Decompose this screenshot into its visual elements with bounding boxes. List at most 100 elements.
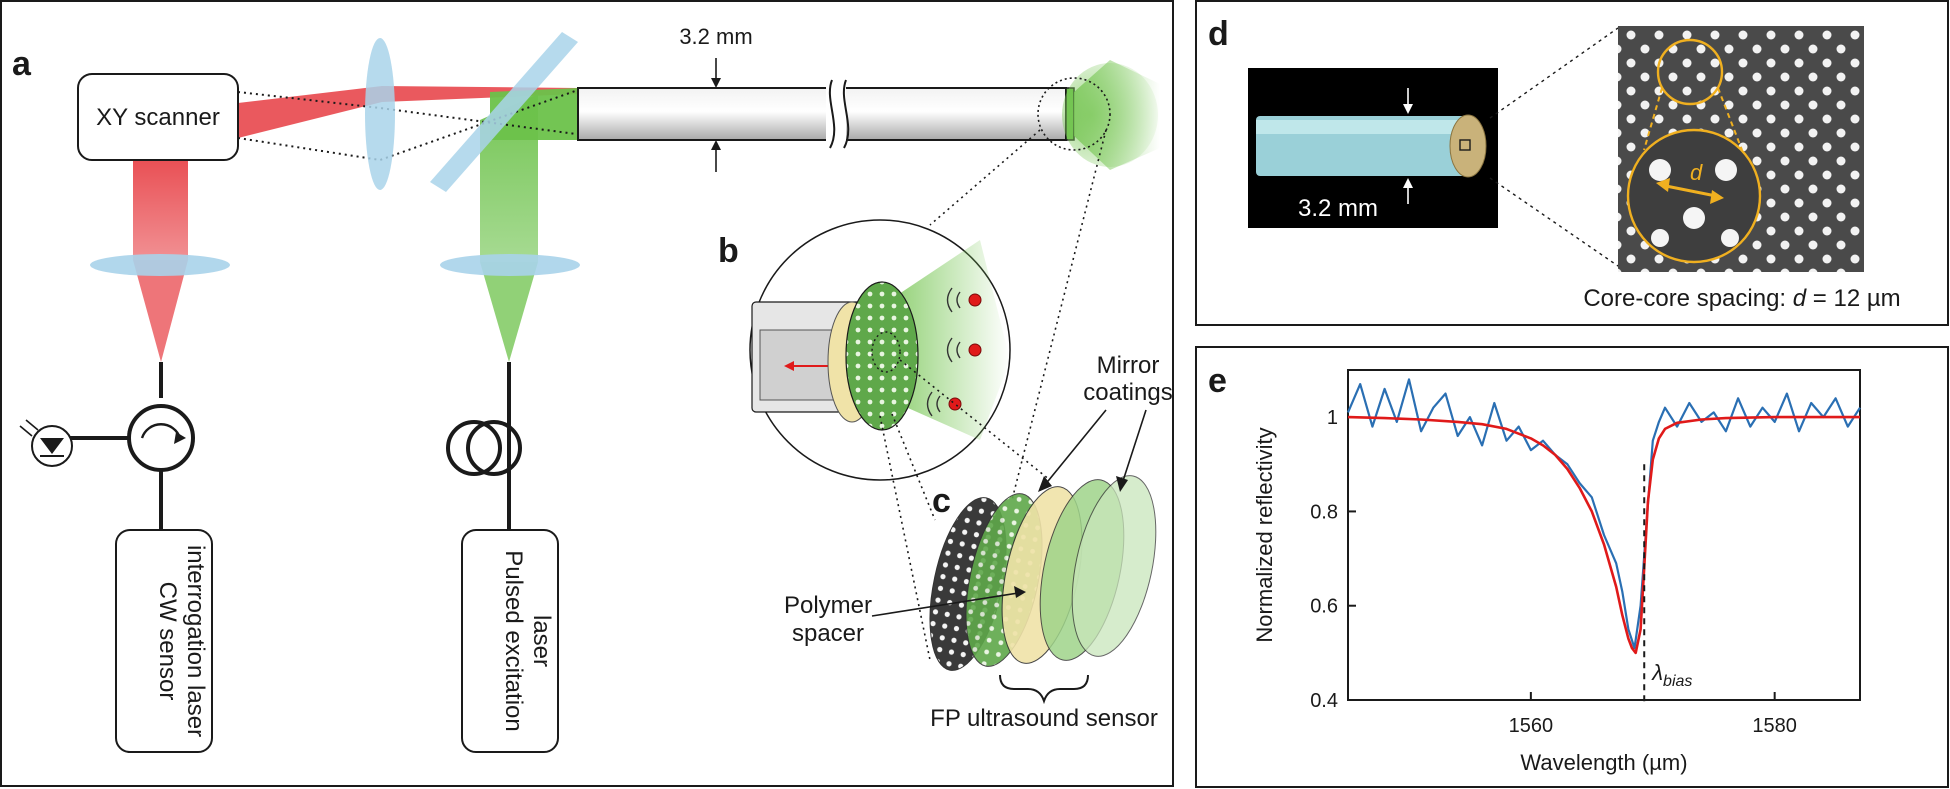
fiber-break-mark-2 [842, 79, 850, 149]
panel-b-focus-ring [871, 331, 901, 373]
wave-arcs-3 [926, 391, 941, 417]
spacing-caption-pre: Core-core spacing: [1583, 285, 1792, 312]
photodiode-ray-2 [25, 419, 39, 431]
x-axis-label: Wavelength (µm) [1520, 750, 1687, 775]
zoom-line-b-bottom [1011, 129, 1107, 501]
mirror-coatings-label-line1: Mirror [1097, 352, 1160, 379]
green-beam-focus [480, 262, 538, 362]
fp-sensor-label: FP ultrasound sensor [930, 705, 1158, 732]
zoom-line-c-3 [899, 359, 1051, 481]
photodiode-triangle [40, 438, 64, 454]
spacing-caption-var: d [1793, 285, 1807, 312]
sem-core-1 [1649, 159, 1671, 181]
lambda-bias-label: λbias [1651, 660, 1692, 690]
fiber-photo-rod-highlight [1256, 120, 1470, 134]
sem-core-3 [1683, 207, 1705, 229]
panel-d-frame [1195, 0, 1949, 326]
red-beam-focus [133, 260, 188, 362]
x-tick-label: 1580 [1752, 715, 1797, 737]
fiber-photo-roi [1459, 139, 1471, 151]
mirror-coatings-label-line2: coatings [1083, 379, 1172, 406]
pulsed-laser-box [461, 529, 559, 753]
sem-connector-right [1717, 87, 1743, 151]
xy-scanner-box [77, 73, 239, 161]
y-tick-label: 0.4 [1310, 690, 1338, 712]
ultrasound-source-3 [948, 397, 962, 411]
panel-letter-c: c [932, 482, 951, 520]
y-tick-label: 0.8 [1310, 501, 1338, 523]
sem-core-2 [1715, 159, 1737, 181]
fiber-diameter-label: 3.2 mm [679, 24, 752, 49]
sem-small-circle [1656, 38, 1724, 106]
x-tick-label: 1560 [1509, 715, 1554, 737]
green-lens [440, 254, 580, 276]
panel-letter-e: e [1208, 362, 1227, 400]
reflectivity-chart: 0.4 0.6 0.8 1 1560 1580 λbias [1310, 378, 1861, 737]
zoom-line-d-top [1489, 27, 1619, 119]
mirror-arrow-2 [1121, 409, 1147, 485]
photo-diameter-label: 3.2 mm [1298, 195, 1378, 222]
wave-arcs-2 [946, 337, 961, 363]
sensor-layer-outer [1071, 475, 1157, 657]
polymer-spacer-label-line1: Polymer [784, 592, 872, 619]
cw-laser-label-line1: CW sensor [154, 582, 181, 701]
fiber-coil-2 [466, 420, 522, 476]
diameter-arrowhead-bottom [711, 140, 721, 150]
sem-connector-left [1643, 87, 1663, 151]
sensor-brace [999, 674, 1089, 705]
mirror-arrow-1 [1043, 409, 1107, 487]
sem-zoom-circle [1626, 128, 1762, 264]
y-tick-label: 0.6 [1310, 596, 1338, 618]
panel-letter-b: b [718, 232, 739, 270]
fiber-coil-1 [446, 420, 502, 476]
photo-arrowhead-top [1403, 104, 1413, 114]
spacing-symbol: d [1690, 160, 1703, 185]
wave-arcs-1 [946, 287, 961, 313]
mirror-arrowhead-2 [1116, 476, 1128, 492]
pulsed-laser-label-line2: laser [528, 615, 555, 667]
panel-a-frame [0, 0, 1174, 787]
pulsed-laser-label-line1: Pulsed excitation [500, 550, 527, 731]
spacing-caption-post: = 12 µm [1806, 285, 1901, 312]
y-axis-label: Normalized reflectivity [1252, 427, 1277, 642]
spacing-arrowhead-right [1710, 190, 1724, 204]
fiber-tip-zoom-circle [1037, 77, 1111, 151]
circulator-arrowhead [174, 432, 186, 444]
measured-curve [1346, 378, 1861, 650]
panel-letter-d: d [1208, 15, 1229, 53]
zoom-line-d-bottom [1489, 177, 1619, 267]
y-tick-label: 1 [1327, 407, 1338, 429]
diameter-arrowhead-top [711, 78, 721, 88]
red-lens [90, 254, 230, 276]
series-group [1346, 378, 1861, 655]
ultrasound-source-1 [968, 293, 982, 307]
dichroic-mirror [430, 32, 578, 192]
ultrasound-source-2 [968, 343, 982, 357]
fiber-bundle [577, 87, 1067, 141]
zoom-line-b-top [929, 129, 1041, 226]
red-beam-down [133, 160, 188, 260]
sem-core-5 [1721, 229, 1739, 247]
zoom-line-c-1 [891, 413, 936, 521]
photo-arrowhead-bottom [1403, 178, 1413, 188]
photodiode-ray-1 [19, 425, 33, 437]
mirror-arrowhead-1 [1038, 476, 1052, 492]
polymer-spacer-label-line2: spacer [792, 620, 864, 647]
fit-curve [1347, 415, 1860, 655]
spacing-arrow [1665, 184, 1717, 198]
fiber-photo-face [1449, 114, 1487, 178]
spacing-arrowhead-left [1656, 178, 1670, 192]
cw-laser-box [115, 529, 213, 753]
circulator-arrow [140, 423, 182, 439]
sem-core-4 [1651, 229, 1669, 247]
polymer-arrow [871, 592, 1019, 617]
xy-scanner-label: XY scanner [96, 104, 220, 131]
fiber-break-mark-1 [828, 79, 836, 149]
panel-e-frame [1195, 346, 1949, 788]
polymer-arrowhead [1014, 586, 1026, 598]
cw-laser-label-line2: interrogation laser [182, 545, 209, 737]
panel-letter-a: a [12, 45, 32, 83]
red-beam-to-lens [238, 86, 382, 138]
panel-b-sensor-face [845, 281, 919, 431]
